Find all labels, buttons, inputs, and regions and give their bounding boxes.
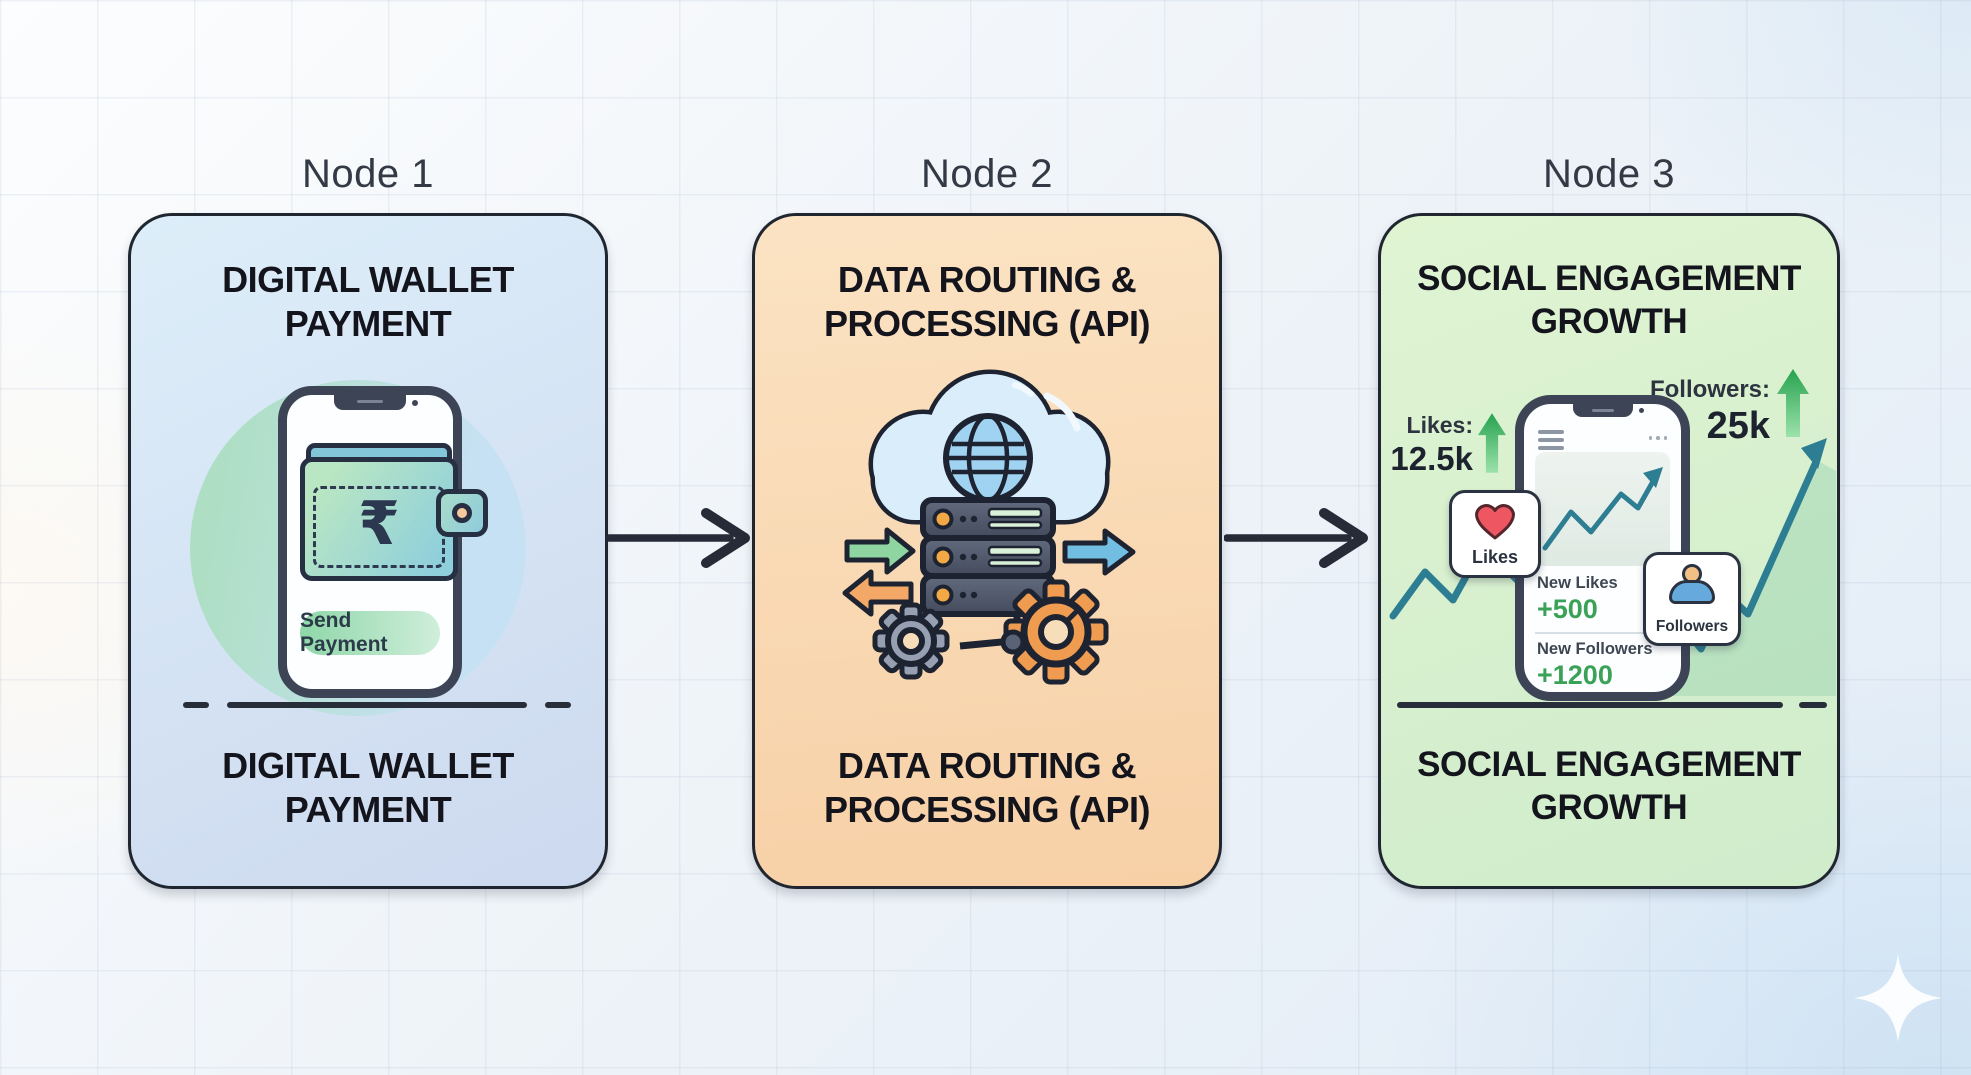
ground-line (227, 702, 527, 708)
smartphone-icon: New Likes +500 New Followers +1200 (1515, 395, 1690, 701)
flow-arrow-1 (606, 508, 750, 568)
arrow-right-green-icon (844, 527, 916, 575)
globe-icon (943, 413, 1033, 503)
node2-label: Node 2 (921, 152, 1053, 196)
node2-title: DATA ROUTING & PROCESSING (API) (823, 259, 1151, 344)
node-card-social-growth: SOCIAL ENGAGEMENT GROWTH Likes: 12.5k Fo… (1378, 213, 1840, 889)
followers-up-arrow-icon (1777, 369, 1809, 437)
node-card-data-routing: DATA ROUTING & PROCESSING (API) (752, 213, 1222, 889)
arrow-left-orange-icon (842, 569, 914, 617)
phone-notch (334, 395, 406, 410)
mini-chart-line (1542, 467, 1663, 551)
node3-caption: SOCIAL ENGAGEMENT GROWTH (1417, 745, 1801, 827)
node3-title: SOCIAL ENGAGEMENT GROWTH (1417, 259, 1801, 341)
person-icon (1669, 564, 1715, 604)
likes-stat-label: Likes: (1406, 412, 1473, 438)
ground-dash-right (545, 702, 571, 708)
gear-orange-icon (1003, 579, 1109, 685)
followers-stat-value: 25k (1706, 405, 1770, 447)
chart-arrowhead-icon (1801, 438, 1827, 469)
new-likes-value: +500 (1537, 594, 1598, 624)
speaker-icon (357, 400, 383, 403)
heart-icon (1475, 504, 1515, 540)
likes-stat: Likes: 12.5k (1361, 412, 1473, 478)
send-payment-button: Send Payment (300, 609, 440, 656)
camera-dot-icon (412, 400, 418, 406)
sparkle-icon (1854, 954, 1942, 1042)
node3-label: Node 3 (1543, 152, 1675, 196)
cloud-server-illustration (842, 369, 1136, 685)
wallet-clasp-button-icon (452, 503, 472, 523)
followers-badge: Followers (1643, 552, 1741, 646)
server-stack-icon (920, 497, 1056, 617)
node2-caption: DATA ROUTING & PROCESSING (API) (823, 745, 1151, 830)
divider (1535, 632, 1670, 634)
phone-notch (1572, 404, 1633, 417)
wallet-clasp-icon (436, 489, 488, 537)
mini-chart-panel (1535, 452, 1670, 566)
more-options-icon (1648, 436, 1667, 440)
node1-title: DIGITAL WALLET PAYMENT (222, 259, 514, 344)
flow-arrow-2 (1224, 508, 1368, 568)
node1-caption: DIGITAL WALLET PAYMENT (222, 745, 514, 830)
ground-dash-right (1799, 702, 1827, 708)
arrow-right-blue-icon (1062, 528, 1136, 576)
hamburger-menu-icon (1538, 430, 1564, 454)
ground-line (1397, 702, 1783, 708)
likes-stat-value: 12.5k (1390, 440, 1473, 477)
new-likes-label: New Likes (1537, 574, 1618, 592)
likes-up-arrow-icon (1478, 413, 1506, 473)
speaker-icon (1591, 409, 1614, 412)
gear-gray-icon (872, 602, 950, 680)
wallet-icon: ₹ (300, 443, 490, 583)
wallet-body: ₹ (300, 457, 458, 581)
ground-dash-left (183, 702, 209, 708)
rupee-icon: ₹ (358, 489, 400, 559)
likes-badge: Likes (1449, 490, 1541, 578)
followers-badge-label: Followers (1655, 618, 1729, 635)
likes-badge-label: Likes (1471, 547, 1519, 567)
new-followers-label: New Followers (1537, 640, 1653, 658)
camera-dot-icon (1638, 408, 1644, 413)
node1-label: Node 1 (302, 152, 434, 196)
node-card-digital-wallet: DIGITAL WALLET PAYMENT ₹ Send Payment DI… (128, 213, 608, 889)
new-followers-value: +1200 (1537, 660, 1613, 690)
